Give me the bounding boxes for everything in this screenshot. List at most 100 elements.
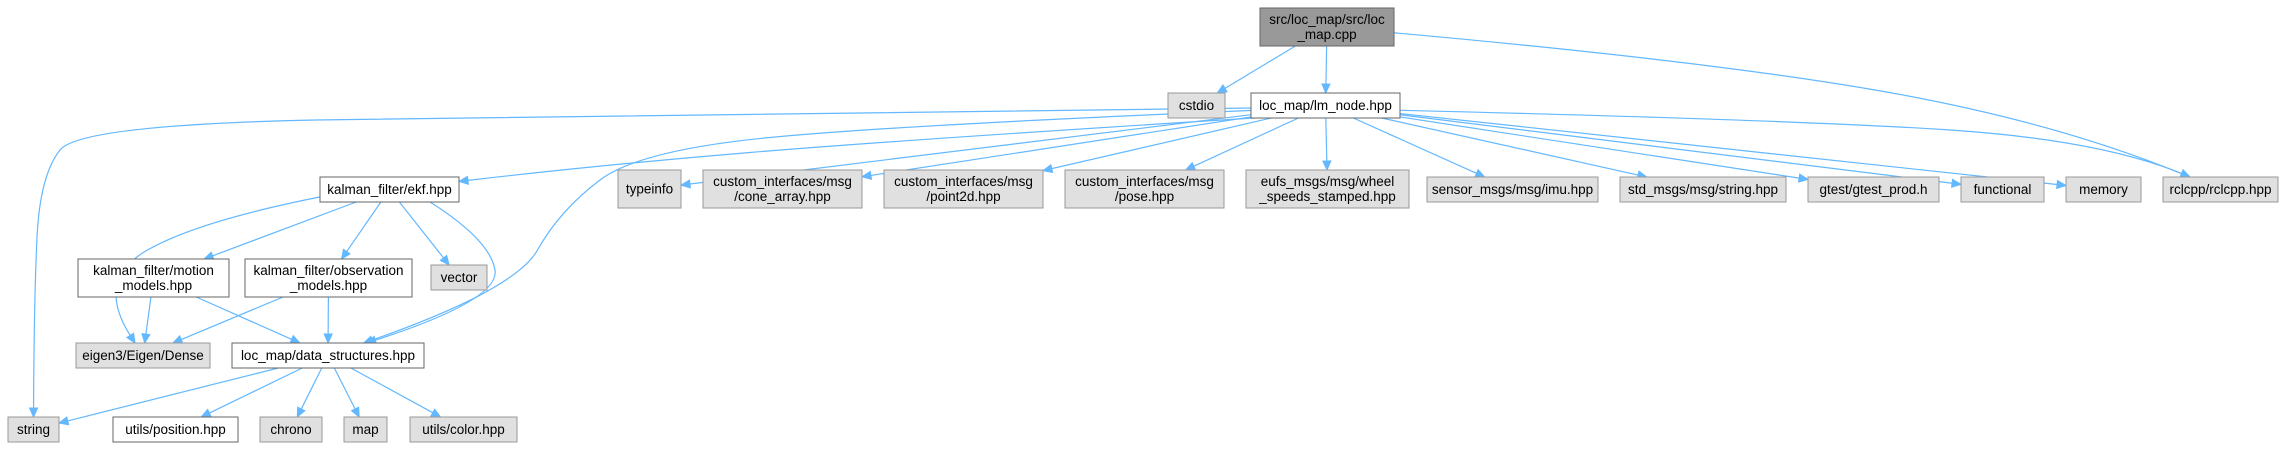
node-position[interactable]: utils/position.hpp xyxy=(112,416,239,443)
edge-ekf-to-data_structures xyxy=(375,201,496,341)
node-label: custom_interfaces/msg xyxy=(894,174,1033,189)
edge-arrowhead xyxy=(2179,168,2192,178)
node-label: custom_interfaces/msg xyxy=(713,174,852,189)
edge-arrowhead xyxy=(1797,173,1810,183)
edge-lm_node-to-std_string xyxy=(1381,117,1639,176)
node-label: loc_map/data_structures.hpp xyxy=(241,348,415,363)
node-motion[interactable]: kalman_filter/motion_models.hpp xyxy=(77,258,230,298)
edge-lm_node-to-data_structures xyxy=(371,109,1263,341)
node-box xyxy=(1426,176,1599,203)
node-box xyxy=(430,264,488,291)
node-vector: vector xyxy=(430,264,488,291)
edge-arrowhead xyxy=(125,332,136,345)
node-data_structures[interactable]: loc_map/data_structures.hpp xyxy=(231,342,425,369)
node-label: string xyxy=(17,422,50,437)
node-color: utils/color.hpp xyxy=(409,416,518,443)
edge-lm_node-to-wheel xyxy=(1325,117,1328,162)
edge-arrowhead xyxy=(1216,84,1228,94)
edge-arrowhead xyxy=(1184,161,1197,171)
node-eigen: eigen3/Eigen/Dense xyxy=(75,342,211,369)
node-box xyxy=(883,169,1044,209)
edge-arrowhead xyxy=(439,254,450,266)
edge-arrowhead xyxy=(340,248,351,261)
edge-observation-to-eigen xyxy=(180,296,284,341)
edge-motion-to-data_structures xyxy=(196,296,292,340)
edge-data_structures-to-string xyxy=(67,367,279,422)
edge-root-to-rclcpp xyxy=(1384,31,2182,175)
edge-lm_node-to-string xyxy=(32,107,1253,409)
node-ekf[interactable]: kalman_filter/ekf.hpp xyxy=(319,176,460,203)
node-box xyxy=(1259,7,1395,47)
node-string: string xyxy=(7,416,60,443)
edge-lm_node-to-rclcpp xyxy=(1389,109,2182,175)
node-label: gtest/gtest_prod.h xyxy=(1819,182,1927,197)
node-lm_node[interactable]: loc_map/lm_node.hpp xyxy=(1250,92,1401,119)
node-wheel: eufs_msgs/msg/wheel_speeds_stamped.hpp xyxy=(1245,169,1410,209)
node-label: custom_interfaces/msg xyxy=(1075,174,1214,189)
node-box xyxy=(2162,176,2279,203)
node-label: functional xyxy=(1974,182,2032,197)
node-box xyxy=(75,342,211,369)
edge-arrowhead xyxy=(679,179,692,189)
node-pose: custom_interfaces/msg/pose.hpp xyxy=(1064,169,1225,209)
edge-arrowhead xyxy=(171,334,184,344)
node-map: map xyxy=(343,416,388,443)
node-box xyxy=(2065,176,2142,203)
node-gtest: gtest/gtest_prod.h xyxy=(1807,176,1940,203)
node-label: _models.hpp xyxy=(289,278,367,293)
node-box xyxy=(112,416,239,443)
node-label: /point2d.hpp xyxy=(926,189,1000,204)
edge-arrowhead xyxy=(296,406,306,419)
node-label: src/loc_map/src/loc xyxy=(1269,12,1385,27)
node-box xyxy=(1619,176,1787,203)
edge-lm_node-to-pose xyxy=(1193,117,1299,167)
node-label: typeinfo xyxy=(626,182,673,197)
node-box xyxy=(244,258,413,298)
node-label: loc_map/lm_node.hpp xyxy=(1259,98,1392,113)
node-label: _models.hpp xyxy=(114,278,192,293)
node-imu: sensor_msgs/msg/imu.hpp xyxy=(1426,176,1599,203)
node-rclcpp: rclcpp/rclcpp.hpp xyxy=(2162,176,2279,203)
edge-arrowhead xyxy=(1321,83,1331,95)
node-label: utils/color.hpp xyxy=(422,422,505,437)
edge-arrowhead xyxy=(2056,179,2068,190)
edge-arrowhead xyxy=(1041,163,1054,174)
edge-root-to-lm_node xyxy=(1325,45,1328,85)
node-functional: functional xyxy=(1960,176,2045,203)
node-label: kalman_filter/motion xyxy=(93,263,214,278)
node-label: _map.cpp xyxy=(1296,27,1356,42)
node-label: eigen3/Eigen/Dense xyxy=(82,348,204,363)
node-observation[interactable]: kalman_filter/observation_models.hpp xyxy=(244,258,413,298)
node-memory: memory xyxy=(2065,176,2142,203)
edge-lm_node-to-gtest xyxy=(1399,116,1800,179)
node-root[interactable]: src/loc_map/src/loc_map.cpp xyxy=(1259,7,1395,47)
edge-lm_node-to-imu xyxy=(1353,117,1477,174)
edge-lm_node-to-cone_array xyxy=(870,116,1252,177)
node-box xyxy=(7,416,60,443)
node-cstdio: cstdio xyxy=(1167,92,1226,119)
node-label: utils/position.hpp xyxy=(125,422,226,437)
node-label: /cone_array.hpp xyxy=(734,189,831,204)
edge-data_structures-to-map xyxy=(333,367,356,410)
edge-arrowhead xyxy=(28,407,39,419)
node-label: _speeds_stamped.hpp xyxy=(1258,189,1396,204)
edge-arrowhead xyxy=(141,332,151,345)
edge-arrowhead xyxy=(350,406,360,419)
node-label: memory xyxy=(2079,182,2128,197)
node-label: chrono xyxy=(270,422,311,437)
node-box xyxy=(617,169,682,209)
edge-root-to-cstdio xyxy=(1224,45,1296,89)
edge-motion-to-eigen xyxy=(145,296,152,335)
edge-arrowhead xyxy=(1474,168,1486,178)
edge-ekf-to-motion xyxy=(212,201,357,257)
node-box xyxy=(1960,176,2045,203)
edge-arrowhead xyxy=(457,175,469,186)
node-box xyxy=(343,416,388,443)
edge-data_structures-to-color xyxy=(350,367,434,414)
node-label: map xyxy=(352,422,378,437)
edge-arrowhead xyxy=(860,170,873,181)
node-typeinfo: typeinfo xyxy=(617,169,682,209)
node-label: vector xyxy=(441,270,478,285)
node-point2d: custom_interfaces/msg/point2d.hpp xyxy=(883,169,1044,209)
edge-lm_node-to-memory xyxy=(1399,112,2058,186)
